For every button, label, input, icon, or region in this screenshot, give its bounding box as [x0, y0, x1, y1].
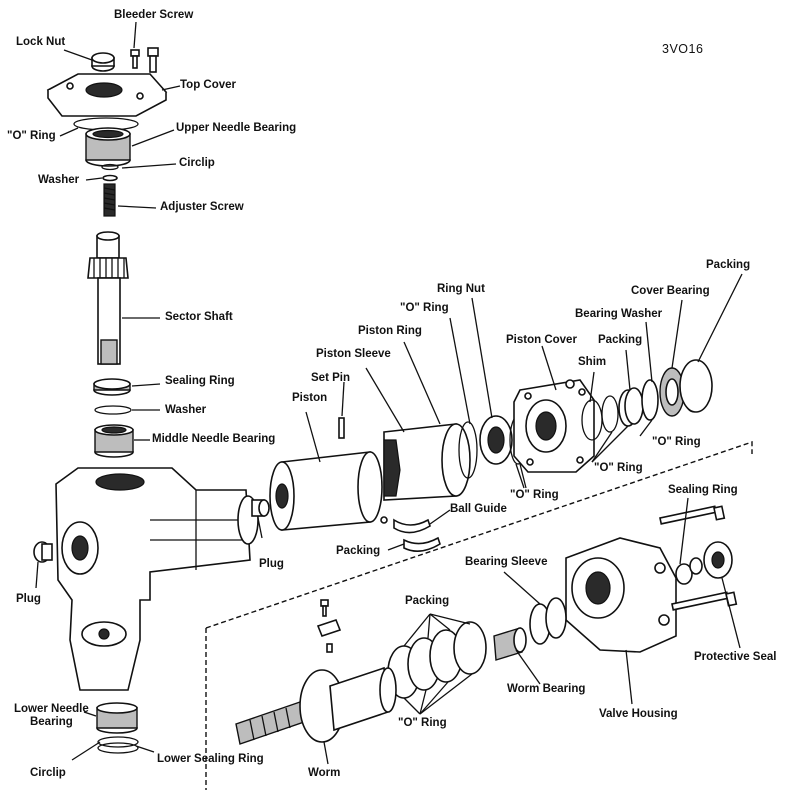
- label-o-ring-middle: "O" Ring: [510, 489, 559, 501]
- piston-cover-part: [513, 379, 595, 473]
- label-o-ring-cover: "O" Ring: [594, 462, 643, 474]
- top-cover-part: [46, 73, 168, 117]
- washer-left-part: [94, 405, 132, 415]
- label-washer-left: Washer: [165, 404, 207, 416]
- label-circlip-lower: Circlip: [30, 767, 66, 779]
- label-o-ring-upper: "O" Ring: [400, 302, 449, 314]
- washer-top-part: [102, 174, 118, 182]
- label-ball-guide: Ball Guide: [450, 503, 507, 515]
- worm-part: [235, 666, 397, 745]
- label-packing-upper: Packing: [598, 334, 643, 346]
- middle-needle-bearing-part: [94, 424, 134, 458]
- label-middle-needle-bearing: Middle Needle Bearing: [152, 433, 276, 445]
- piston-part: [269, 451, 383, 531]
- label-circlip-top: Circlip: [179, 157, 215, 169]
- bleeder-screw-part: [130, 47, 159, 73]
- lower-needle-bearing-part: [96, 702, 138, 734]
- label-packing-ball-guide: Packing: [336, 545, 381, 557]
- o-ring-lower-cover-part: [601, 395, 619, 433]
- label-shim: Shim: [578, 356, 607, 368]
- cover-bearing-part: [659, 367, 685, 417]
- leader-lines: [35, 21, 743, 765]
- piston-sleeve-part: [383, 423, 471, 501]
- label-o-ring-top: "O" Ring: [7, 130, 56, 142]
- label-bleeder-screw: Bleeder Screw: [114, 9, 194, 21]
- worm-bearing-part: [493, 627, 527, 661]
- ring-nut-part: [479, 415, 513, 465]
- label-piston-sleeve: Piston Sleeve: [316, 348, 391, 360]
- label-piston-cover: Piston Cover: [506, 334, 577, 346]
- bearing-sleeve-part: [529, 597, 567, 645]
- label-lock-nut: Lock Nut: [16, 36, 66, 48]
- bearing-washer-part: [641, 379, 659, 421]
- circlip-top-part: [101, 163, 119, 171]
- label-sealing-ring-right: Sealing Ring: [668, 484, 738, 496]
- worm-screws-part: [316, 599, 342, 653]
- sealing-ring-right-part: [675, 557, 703, 585]
- piston-ring-part: [458, 421, 478, 479]
- sealing-ring-left-part: [93, 378, 131, 396]
- label-o-ring-right: "O" Ring: [652, 436, 701, 448]
- valve-bolts-part: [659, 505, 738, 611]
- label-protective-seal: Protective Seal: [694, 651, 777, 663]
- label-sealing-ring-left: Sealing Ring: [165, 375, 235, 387]
- label-packing-top-right: Packing: [706, 259, 751, 271]
- label-adjuster-screw: Adjuster Screw: [160, 201, 244, 213]
- valve-group-outline-top: [205, 441, 753, 629]
- label-packing-lower: Packing: [405, 595, 450, 607]
- label-upper-needle-bearing: Upper Needle Bearing: [176, 122, 297, 134]
- label-bearing-washer: Bearing Washer: [575, 308, 663, 320]
- gear-housing-part: [55, 467, 259, 691]
- sector-shaft-part: [87, 231, 129, 365]
- packing-upper-part: [618, 387, 644, 427]
- label-o-ring-lower: "O" Ring: [398, 717, 447, 729]
- label-bearing-sleeve: Bearing Sleeve: [465, 556, 548, 568]
- upper-needle-bearing-part: [85, 127, 131, 167]
- label-plug-right: Plug: [259, 558, 284, 570]
- ball-guide-part: [380, 516, 441, 552]
- packing-lower-part: [387, 621, 487, 699]
- plug-left-part: [33, 541, 53, 563]
- label-plug-left: Plug: [16, 593, 41, 605]
- label-washer-top: Washer: [38, 174, 80, 186]
- adjuster-screw-part: [103, 183, 116, 217]
- label-set-pin: Set Pin: [311, 372, 350, 384]
- label-valve-housing: Valve Housing: [599, 708, 678, 720]
- label-piston-ring: Piston Ring: [358, 325, 422, 337]
- figure-reference: 3VO16: [662, 42, 704, 56]
- protective-seal-part: [703, 541, 733, 579]
- lock-nut-part: [91, 52, 115, 72]
- lower-sealing-ring-part: [97, 736, 139, 754]
- set-pin-part: [338, 417, 345, 439]
- label-lower-needle-bearing: Lower Needle Bearing: [14, 703, 89, 728]
- piston-cover-bolt-part: [565, 379, 575, 389]
- label-sector-shaft: Sector Shaft: [165, 311, 233, 323]
- label-cover-bearing: Cover Bearing: [631, 285, 710, 297]
- label-worm-bearing: Worm Bearing: [507, 683, 586, 695]
- label-lower-sealing-ring: Lower Sealing Ring: [157, 753, 264, 765]
- label-ring-nut: Ring Nut: [437, 283, 485, 295]
- plug-right-part: [251, 499, 270, 517]
- packing-right-part: [679, 359, 713, 413]
- label-piston: Piston: [292, 392, 328, 404]
- label-worm: Worm: [308, 767, 341, 779]
- label-top-cover: Top Cover: [180, 79, 237, 91]
- valve-housing-part: [565, 537, 677, 653]
